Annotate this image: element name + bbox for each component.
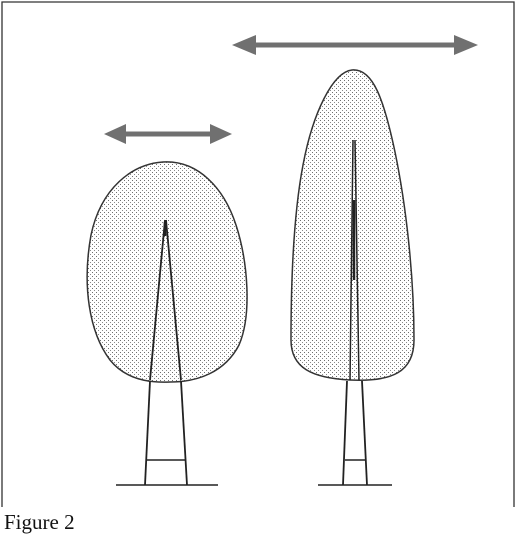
left-tree-trunk xyxy=(145,381,187,485)
left-tree-crown xyxy=(87,162,247,382)
left-crown-width-arrow xyxy=(104,124,232,144)
right-tree-trunk xyxy=(343,381,367,485)
right-crown-width-arrow xyxy=(232,35,478,55)
figure-frame xyxy=(2,2,514,507)
figure-caption: Figure 2 xyxy=(4,510,75,534)
